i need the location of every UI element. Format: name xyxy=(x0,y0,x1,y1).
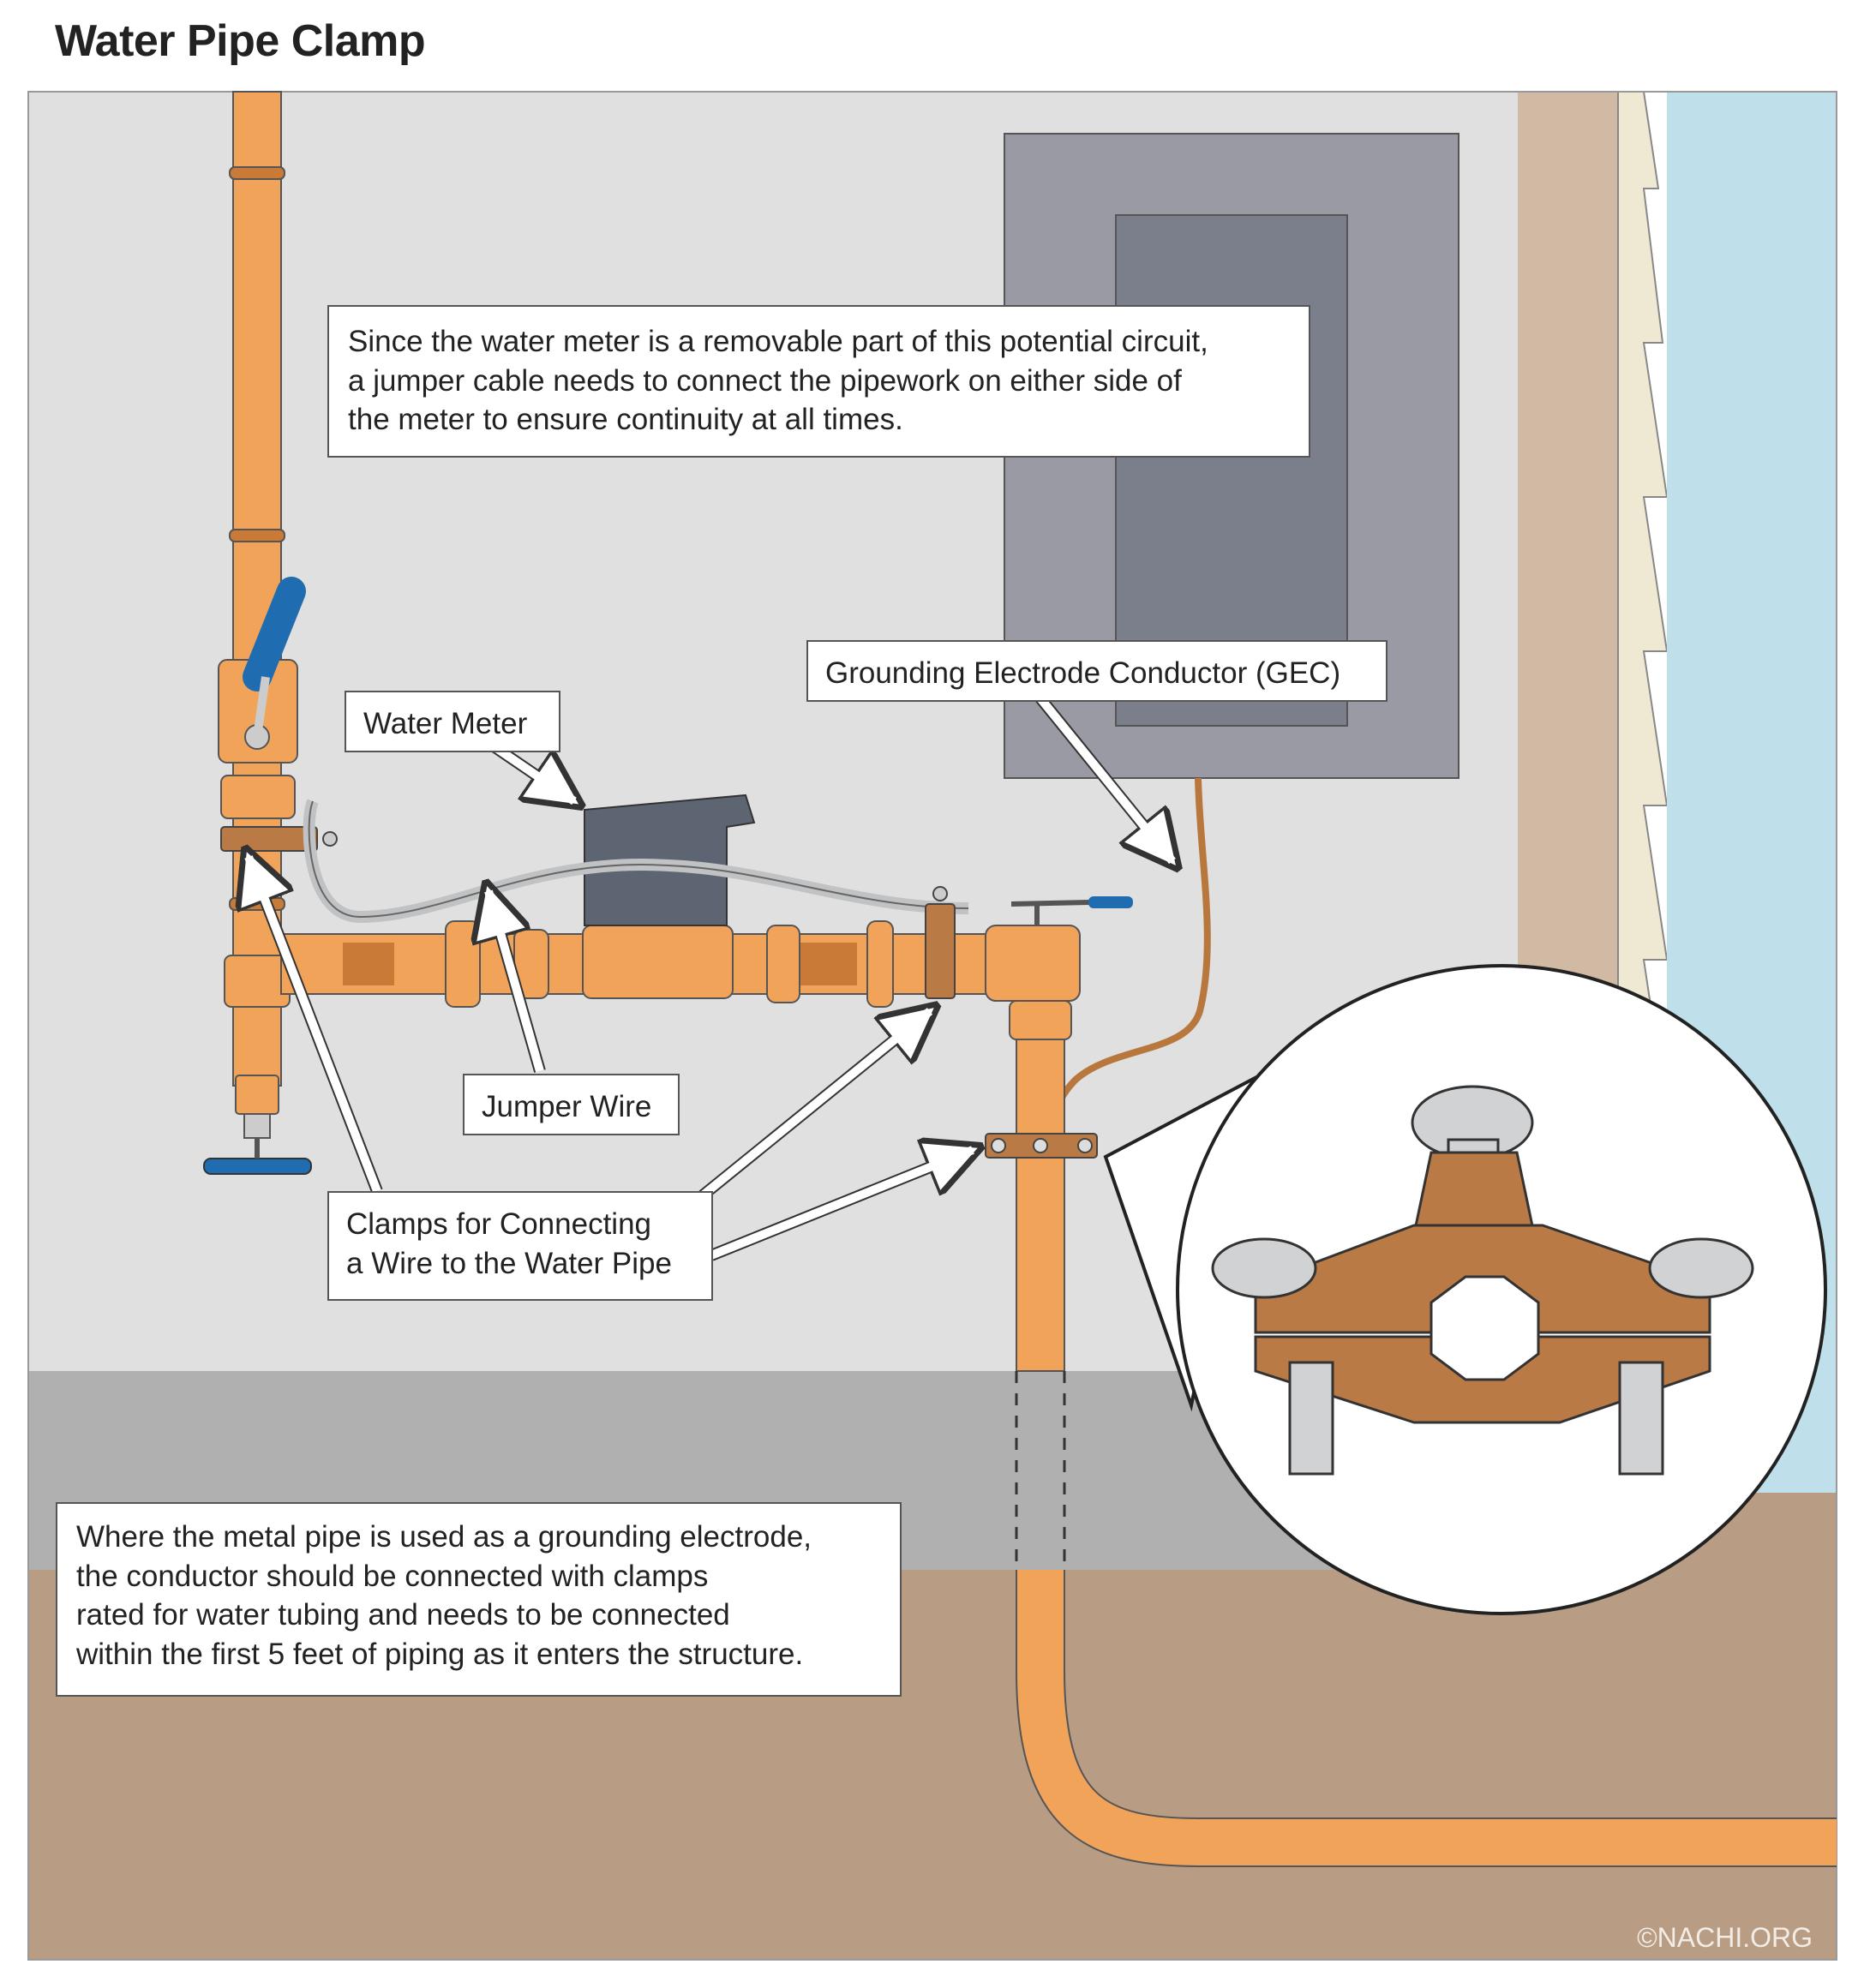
clamp-detail-drawing xyxy=(1211,1085,1754,1476)
callout-grounding-electrode: Where the metal pipe is used as a ground… xyxy=(56,1502,902,1697)
water-meter-body xyxy=(582,925,734,999)
service-entry-pipe xyxy=(1016,1000,1065,1372)
callout-meter-removable: Since the water meter is a removable par… xyxy=(327,305,1310,458)
valve-handle xyxy=(243,577,306,692)
callout-water-meter: Water Meter xyxy=(345,691,560,752)
page-title: Water Pipe Clamp xyxy=(55,16,426,66)
callout-gec: Grounding Electrode Conductor (GEC) xyxy=(806,640,1388,702)
callout-jumper-wire: Jumper Wire xyxy=(463,1074,680,1135)
riser-clamp xyxy=(220,826,318,852)
drain-handle xyxy=(203,1158,312,1175)
meter-clamp xyxy=(925,903,956,999)
right-valve-handle xyxy=(1088,896,1133,908)
copyright-notice: ©NACHI.ORG xyxy=(1637,1922,1813,1953)
callout-clamps: Clamps for Connecting a Wire to the Wate… xyxy=(327,1191,713,1301)
